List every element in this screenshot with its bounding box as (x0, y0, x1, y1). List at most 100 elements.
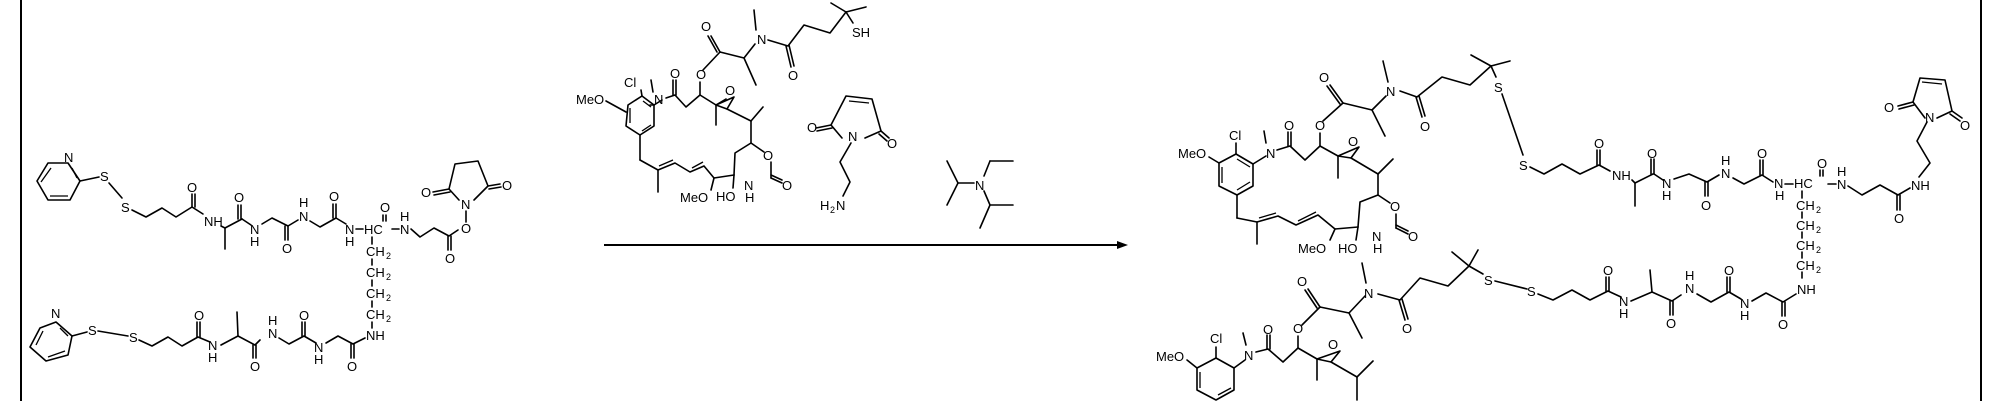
atom-label-o: O (502, 178, 512, 193)
subscript: 2 (1816, 245, 1821, 255)
atom-label-n: N (1837, 177, 1846, 192)
atom-label-cl: Cl (624, 75, 636, 90)
subscript: 2 (1816, 225, 1821, 235)
atom-label-n: N (1372, 229, 1381, 244)
atom-label-o: O (347, 359, 357, 374)
atom-label-h: H (208, 350, 217, 365)
atom-label-n: N (400, 222, 409, 237)
atom-label-o: O (887, 136, 897, 151)
atom-label-o: O (1284, 118, 1294, 133)
atom-label-ch2: CH (1796, 198, 1815, 213)
subscript: 2 (386, 314, 391, 324)
atom-label-o: O (1666, 316, 1676, 331)
atom-label-o: O (1817, 156, 1827, 171)
atom-label-o: O (1594, 136, 1604, 151)
atom-label-o: O (380, 200, 390, 215)
atom-label-h: H (299, 195, 308, 210)
atom-label-nh: NH (1797, 282, 1816, 297)
atom-label-n: N (314, 340, 323, 355)
atom-label-o: O (696, 67, 706, 82)
atom-label-o: O (299, 308, 309, 323)
atom-label-chc: HC (1794, 176, 1813, 191)
atom-label-n: N (1619, 294, 1628, 309)
atom-label-h: H (1837, 164, 1846, 179)
atom-label-n: N (1386, 84, 1395, 99)
subscript: 2 (1816, 265, 1821, 275)
atom-label-o: O (1420, 119, 1430, 134)
atom-label-meo: MeO (1178, 146, 1206, 161)
atom-label-h: H (268, 313, 277, 328)
atom-label-n: N (654, 92, 663, 107)
atom-label-o: O (234, 190, 244, 205)
atom-label-n: N (1925, 110, 1934, 125)
atom-label-s: S (100, 169, 109, 184)
atom-label-n: N (250, 222, 259, 237)
pyridine-ring-icon (36, 162, 81, 201)
atom-label-n: N (461, 197, 470, 212)
atom-label-h: H (1775, 188, 1784, 203)
atom-label-n: N (757, 32, 766, 47)
atom-label-o: O (1348, 134, 1358, 149)
atom-label-ch2: CH (1796, 258, 1815, 273)
atom-label-o: O (461, 221, 471, 236)
atom-label-meo: MeO (1298, 241, 1326, 256)
atom-label-s: S (1519, 158, 1528, 173)
atom-label-ch2: CH (366, 307, 385, 322)
atom-label-meo: MeO (680, 190, 708, 205)
succinimide-ring-icon (432, 160, 502, 201)
atom-label-meo: MeO (1156, 349, 1184, 364)
atom-label-n: N (208, 338, 217, 353)
atom-label-o: O (1319, 70, 1329, 85)
atom-label-o: O (1297, 274, 1307, 289)
atom-label-nh: NH (366, 328, 385, 343)
atom-label-meo: MeO (576, 92, 604, 107)
atom-label-n: N (268, 326, 277, 341)
atom-label-n: N (1721, 166, 1730, 181)
atom-label-ho: HO (716, 189, 736, 204)
atom-label-o: O (421, 185, 431, 200)
atom-label-ch2: CH (366, 244, 385, 259)
atom-label-s: S (1484, 273, 1493, 288)
atom-label-o: O (782, 178, 792, 193)
product-structure: Cl MeO N O O O O N O S S (1156, 54, 1970, 401)
atom-label-o: O (670, 66, 680, 81)
atom-label-h: H (1740, 308, 1749, 323)
atom-label-o: O (725, 83, 735, 98)
atom-label-cl: Cl (1229, 128, 1241, 143)
atom-label-h2n: H (820, 198, 829, 213)
atom-label-n: N (299, 209, 308, 224)
reagent-aminoethyl-maleimide: O O N H 2 N (807, 95, 897, 215)
reagent-maytansinoid: Cl MeO N O O O O N O SH (576, 2, 870, 205)
atom-label-ch2: CH (366, 286, 385, 301)
atom-label-n: N (1244, 348, 1253, 363)
atom-label-nh: NH (1911, 178, 1930, 193)
atom-label-o: O (763, 148, 773, 163)
atom-label-n: N (1774, 176, 1783, 191)
atom-label-ch2: CH (1796, 218, 1815, 233)
atom-label-h: H (1662, 188, 1671, 203)
atom-label-h: H (745, 190, 754, 205)
atom-label-o: O (1701, 198, 1711, 213)
atom-label-n: N (1740, 296, 1749, 311)
atom-label-n: N (744, 178, 753, 193)
atom-label-s: S (88, 323, 97, 338)
atom-label-o: O (1647, 146, 1657, 161)
subscript: 2 (386, 272, 391, 282)
atom-label-s: S (1494, 80, 1503, 95)
atom-label-h: H (1721, 153, 1730, 168)
atom-label-s: S (129, 330, 138, 345)
atom-label-n: N (848, 129, 857, 144)
atom-label-o: O (1960, 118, 1970, 133)
subscript: 2 (386, 293, 391, 303)
reagent-diisopropylethylamine: N (946, 160, 1014, 229)
atom-label-o: O (788, 68, 798, 83)
atom-label-n: N (836, 198, 845, 213)
atom-label-h: H (314, 352, 323, 367)
subscript: 2 (1816, 205, 1821, 215)
reactant-structure: N S S O NH O N H O H N O N H HC O H (29, 150, 512, 374)
atom-label-o: O (1315, 118, 1325, 133)
atom-label-o: O (282, 241, 292, 256)
subscript: 2 (386, 251, 391, 261)
atom-label-n: N (1685, 281, 1694, 296)
